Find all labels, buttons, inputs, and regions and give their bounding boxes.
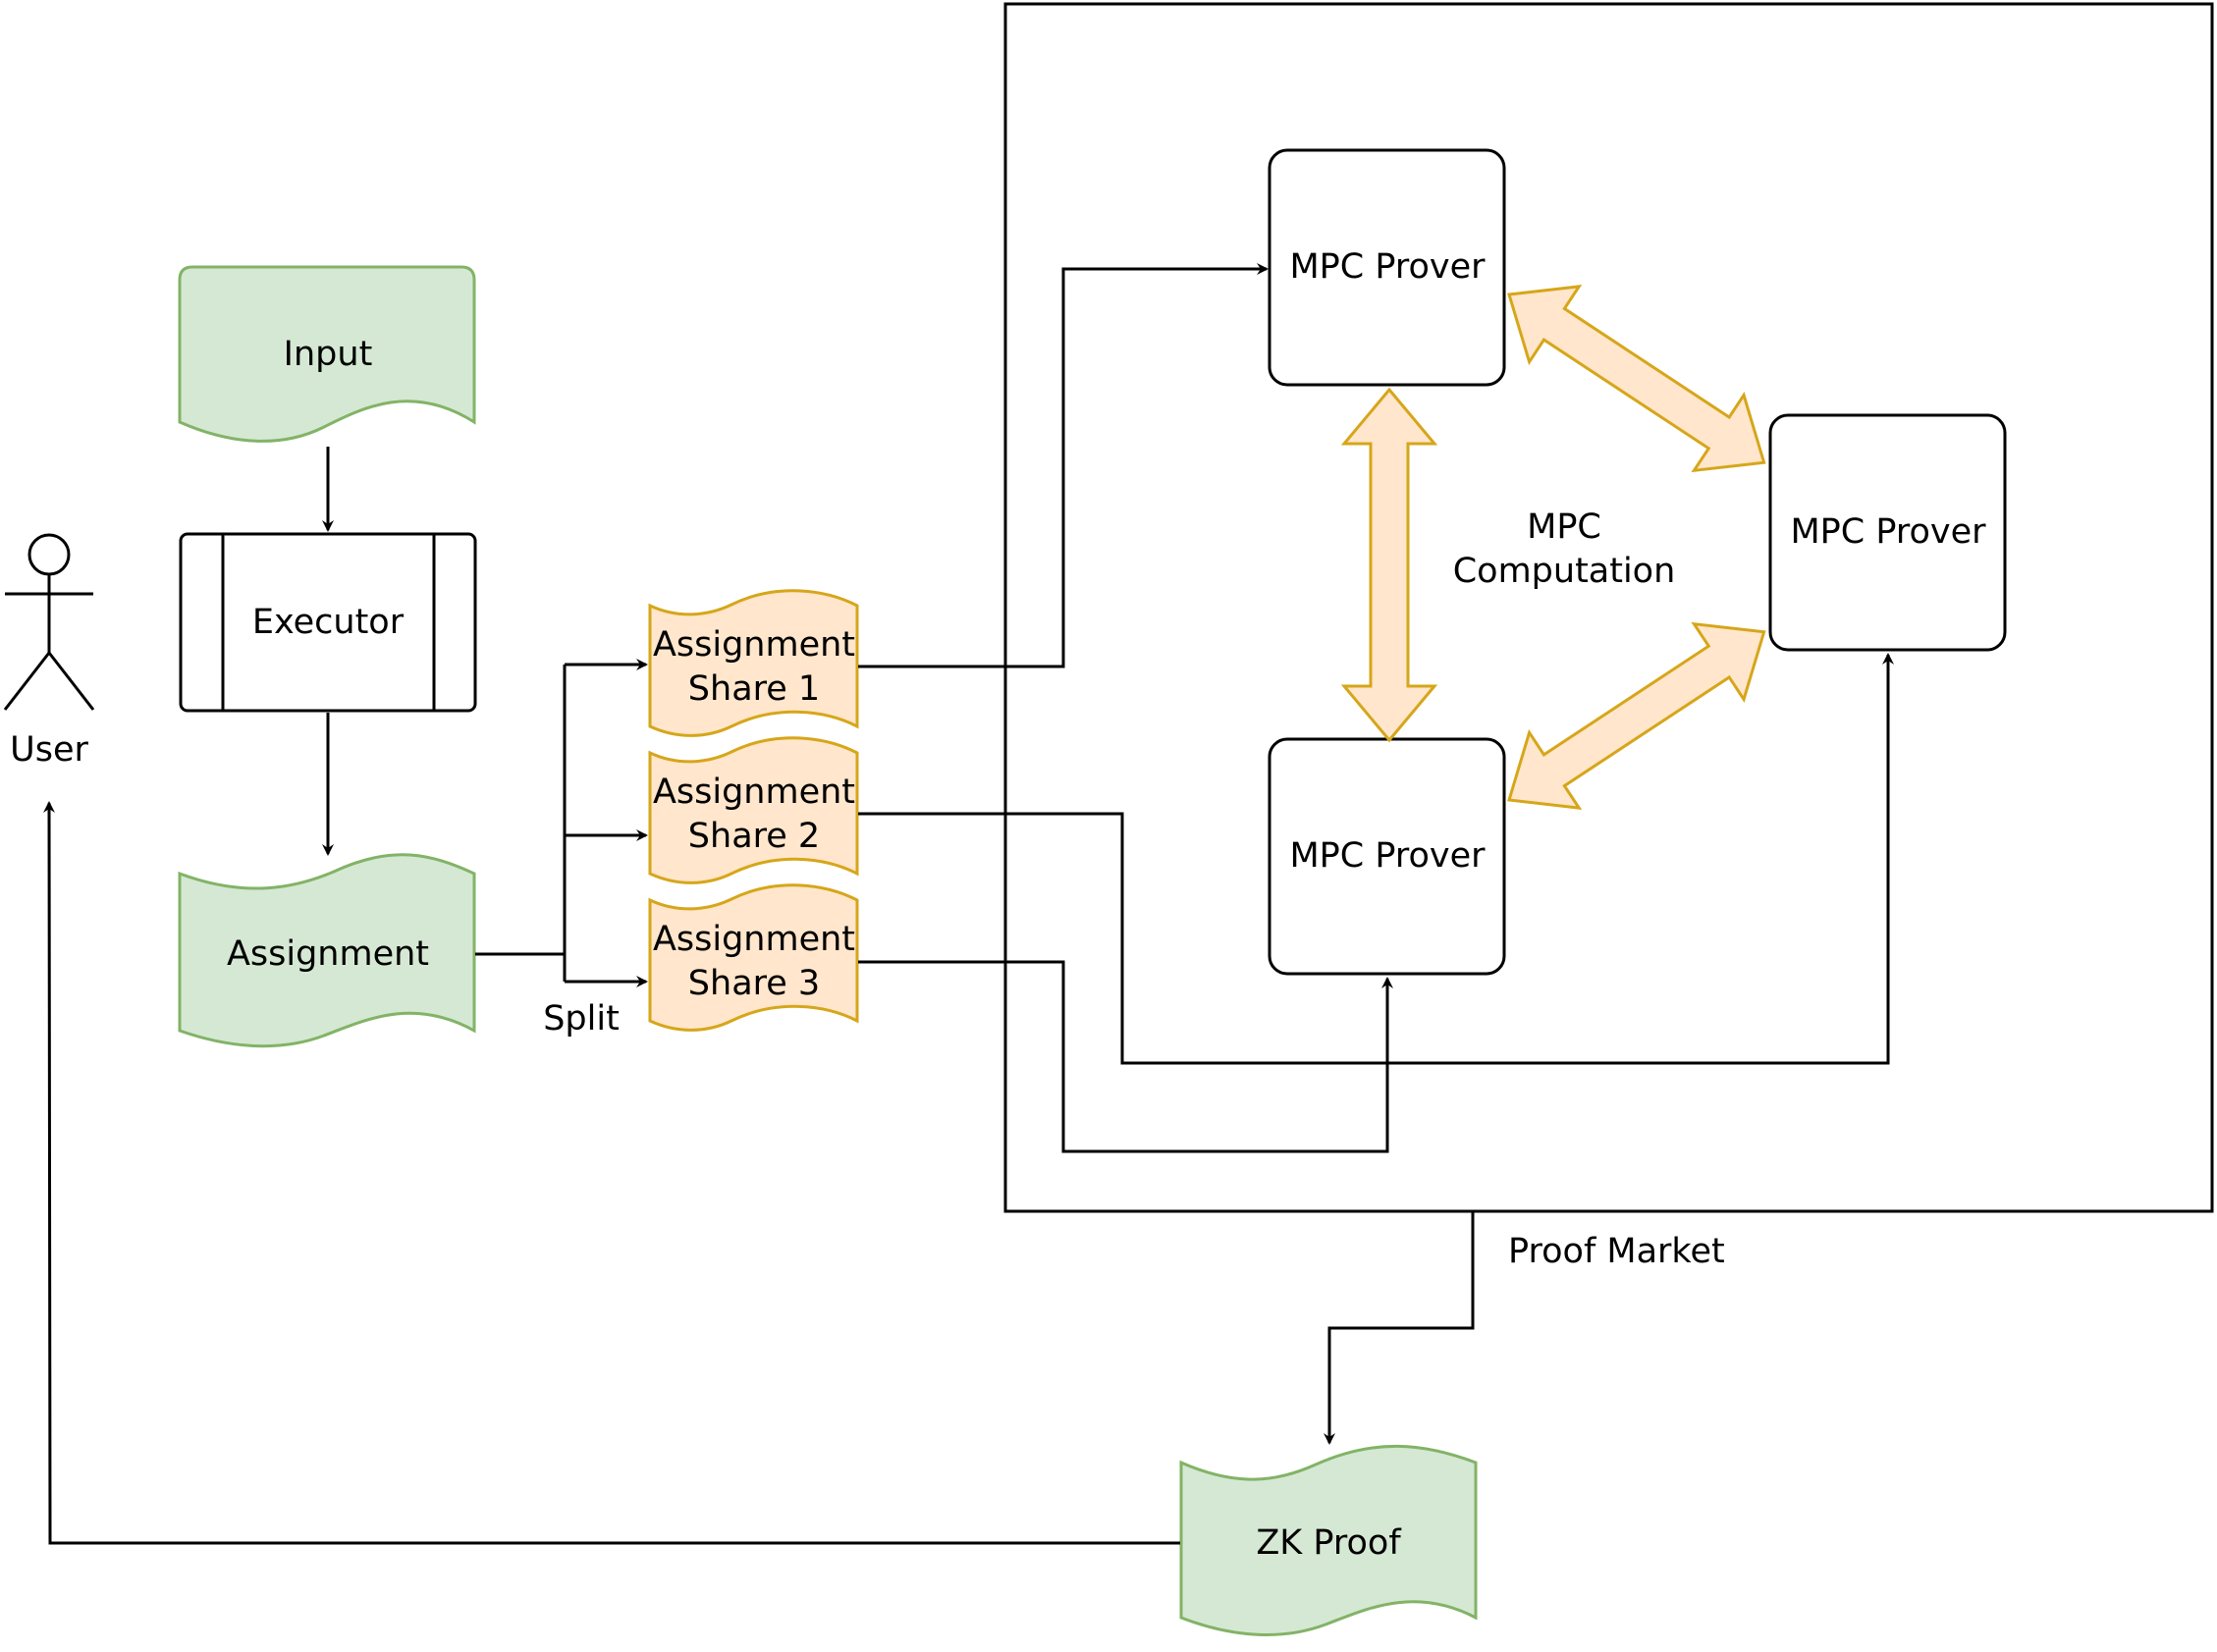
zk-proof-label: ZK Proof: [1256, 1523, 1401, 1563]
split-label: Split: [543, 999, 620, 1039]
proof-market-container: [1003, 2, 2214, 1213]
share-1-label-line2: Share 1: [688, 669, 820, 709]
user-label: User: [10, 730, 88, 770]
share-3-label-line2: Share 3: [688, 964, 820, 1003]
share-1-label-line1: Assignment: [653, 625, 855, 665]
mpc-computation-line1: MPC: [1527, 507, 1601, 547]
share-2-label-line1: Assignment: [653, 773, 855, 812]
edge-share2-prover-right: [858, 653, 1894, 1065]
executor-label: Executor: [252, 603, 405, 642]
input-document: [178, 265, 476, 443]
user-icon: [3, 533, 95, 711]
executor-box: [179, 532, 477, 713]
mpc-prover-top-label: MPC Prover: [1289, 247, 1486, 287]
double-arrow-top-right: [1507, 285, 1766, 473]
double-arrow-top-bottom: [1340, 387, 1438, 743]
mpc-prover-top: [1268, 148, 1506, 387]
mpc-computation-line2: Computation: [1453, 552, 1676, 591]
assignment-document: [178, 853, 476, 1048]
double-arrow-right-bottom: [1507, 621, 1766, 810]
proof-market-label: Proof Market: [1508, 1232, 1725, 1271]
edge-share1-prover-top: [858, 263, 1269, 668]
mpc-prover-right-label: MPC Prover: [1790, 512, 1986, 552]
share-3-label-line1: Assignment: [653, 920, 855, 959]
share-2-label-line2: Share 2: [688, 817, 820, 856]
edge-share3-prover-bottom: [858, 960, 1393, 1153]
assignment-share-3: [648, 883, 859, 1032]
edge-zkproof-user: [43, 801, 1180, 1545]
edge-split-trunk: [475, 665, 567, 982]
assignment-label: Assignment: [227, 934, 429, 974]
assignment-share-1: [648, 589, 859, 737]
zk-proof-document: [1179, 1444, 1478, 1636]
mpc-prover-bottom-label: MPC Prover: [1289, 836, 1486, 876]
edge-market-zkproof: [1324, 1210, 1475, 1445]
mpc-prover-right: [1768, 413, 2007, 652]
input-label: Input: [284, 335, 373, 374]
assignment-share-2: [648, 736, 859, 884]
